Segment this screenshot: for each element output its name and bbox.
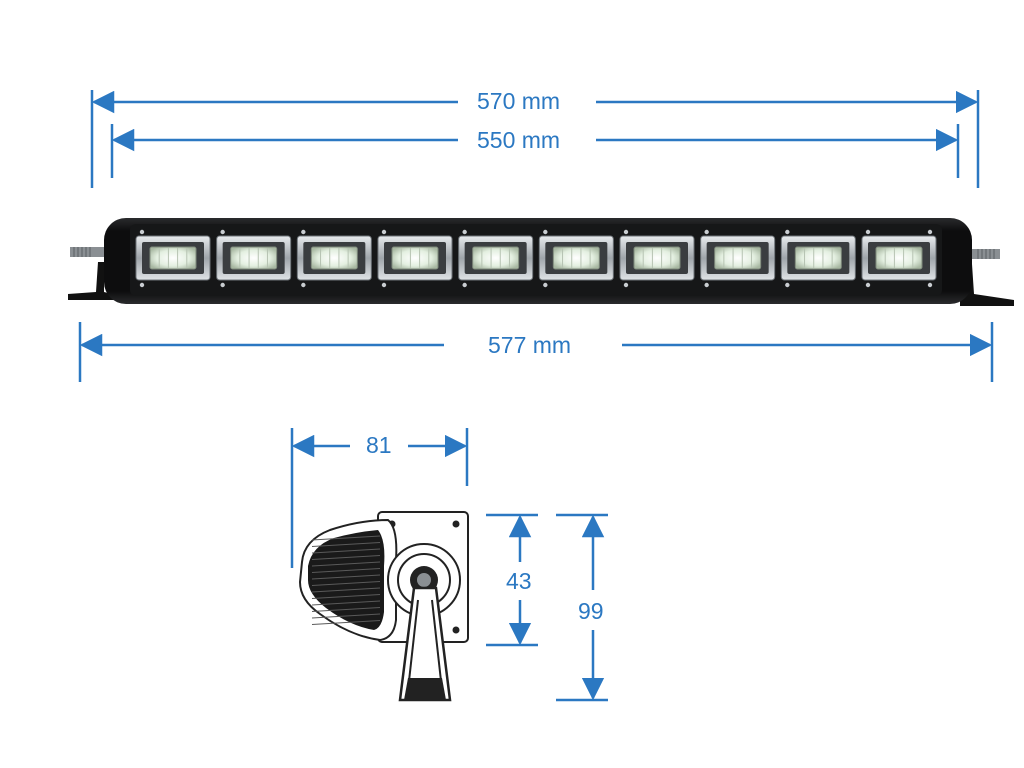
dim-81-label: 81 bbox=[366, 432, 392, 458]
screw bbox=[220, 282, 225, 288]
screw bbox=[381, 282, 387, 288]
side-view bbox=[290, 428, 608, 702]
dim-81-group bbox=[290, 428, 469, 568]
screw bbox=[381, 229, 387, 235]
screw bbox=[927, 229, 933, 235]
mount-bolt-center bbox=[417, 573, 431, 587]
screw bbox=[785, 229, 790, 235]
screw bbox=[452, 520, 460, 528]
led-module bbox=[861, 229, 937, 288]
dim-577-label: 577 mm bbox=[488, 332, 572, 358]
screw bbox=[704, 229, 709, 235]
screw bbox=[220, 229, 225, 235]
led-module bbox=[377, 229, 453, 288]
screw bbox=[301, 229, 306, 235]
led-module bbox=[780, 229, 856, 288]
left-bolt bbox=[70, 247, 104, 257]
screw bbox=[139, 282, 145, 288]
screw bbox=[865, 282, 871, 288]
light-bar bbox=[68, 218, 1014, 306]
left-bolt-threads bbox=[73, 247, 91, 257]
dim-99-group bbox=[556, 513, 608, 702]
screw bbox=[462, 229, 467, 235]
led-module bbox=[538, 229, 614, 288]
side-heatsink bbox=[308, 530, 385, 630]
led-module bbox=[135, 229, 211, 288]
screw bbox=[462, 282, 467, 288]
screw bbox=[139, 229, 145, 235]
right-bracket bbox=[960, 264, 1014, 306]
screw bbox=[301, 282, 306, 288]
led-module bbox=[216, 229, 292, 288]
screw bbox=[623, 229, 629, 235]
dim-570-label: 570 mm bbox=[477, 88, 561, 114]
dim-550-label: 550 mm bbox=[477, 127, 561, 153]
screw bbox=[452, 626, 460, 634]
side-bracket-leg bbox=[398, 586, 452, 702]
dim-99-label: 99 bbox=[578, 598, 604, 624]
screw bbox=[623, 282, 629, 288]
screw bbox=[543, 229, 548, 235]
side-bracket-foot bbox=[404, 678, 446, 700]
screw bbox=[543, 282, 548, 288]
right-bolt bbox=[966, 249, 1000, 259]
dim-43-group bbox=[486, 513, 538, 647]
bracket-edge bbox=[407, 599, 419, 691]
dim-577-group bbox=[78, 322, 994, 382]
right-bolt-threads bbox=[977, 249, 995, 259]
led-modules bbox=[135, 229, 937, 288]
screw bbox=[704, 282, 709, 288]
screw bbox=[865, 229, 871, 235]
led-module bbox=[296, 229, 372, 288]
led-module bbox=[700, 229, 776, 288]
screw bbox=[785, 282, 790, 288]
dim-550-group bbox=[110, 124, 960, 178]
side-heatsink-fins bbox=[311, 535, 381, 625]
bracket-edge bbox=[431, 599, 443, 691]
led-module bbox=[619, 229, 695, 288]
led-module bbox=[458, 229, 534, 288]
screw bbox=[927, 282, 933, 288]
dim-570-group bbox=[90, 90, 980, 188]
dim-43-label: 43 bbox=[506, 568, 532, 594]
